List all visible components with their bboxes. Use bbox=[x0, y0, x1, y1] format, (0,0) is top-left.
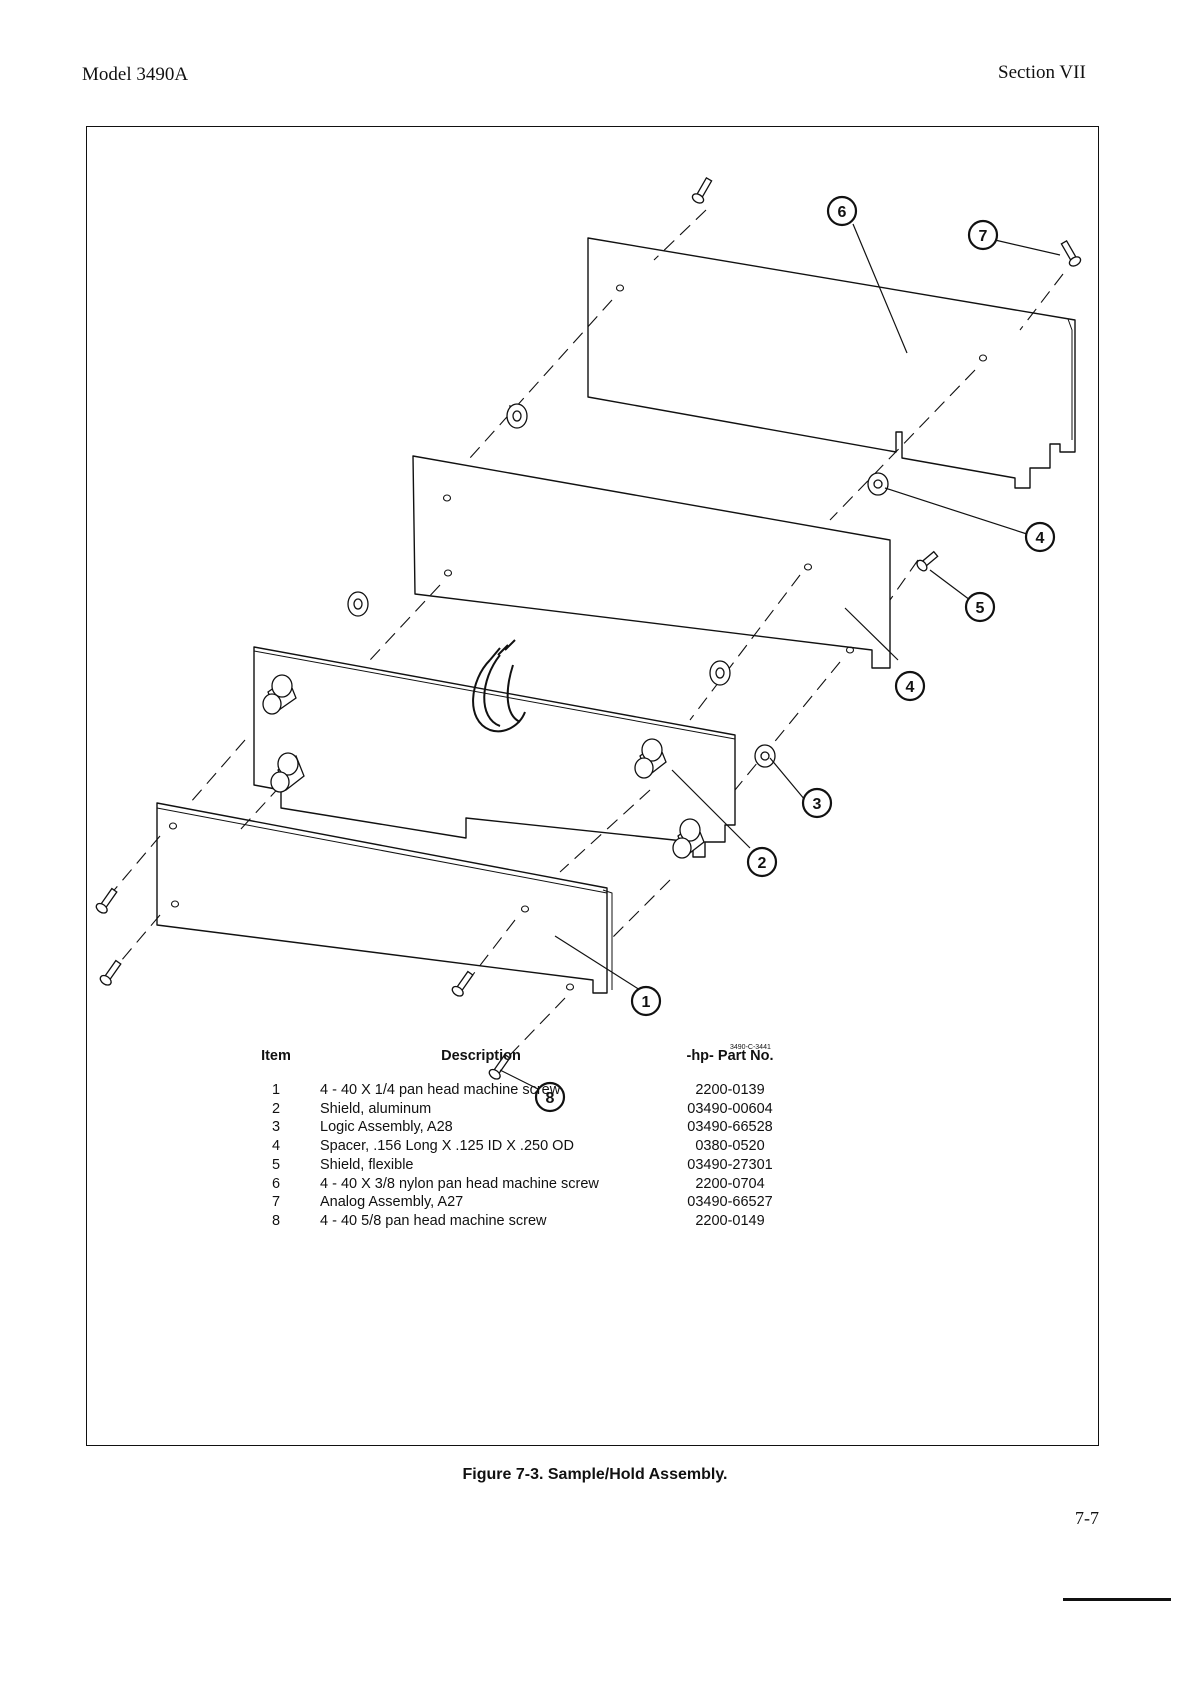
screw bbox=[488, 1053, 511, 1080]
description-cell: Shield, flexible bbox=[320, 1156, 414, 1173]
item-cell: 1 bbox=[271, 1082, 281, 1098]
description-cell: 4 - 40 X 3/8 nylon pan head machine scre… bbox=[320, 1175, 599, 1192]
callout-label: 4 bbox=[1036, 530, 1045, 547]
column-header: -hp- Part No. bbox=[686, 1048, 774, 1064]
model-header: Model 3490A bbox=[82, 64, 189, 85]
table-row: 8 4 - 40 5/8 pan head machine screw 2200… bbox=[240, 1212, 810, 1231]
callout-label: 3 bbox=[813, 796, 822, 813]
screw bbox=[1060, 240, 1082, 267]
mounting-hole bbox=[520, 905, 530, 913]
screw bbox=[451, 970, 474, 997]
mounting-hole bbox=[978, 354, 988, 362]
mounting-hole bbox=[170, 900, 180, 908]
drawing-number: 3490-C-3441 bbox=[730, 1044, 771, 1051]
part-number-cell: 03490-00604 bbox=[687, 1100, 773, 1117]
mounting-hole bbox=[803, 563, 813, 571]
table-row: 7 Analog Assembly, A27 03490-66527 bbox=[240, 1193, 810, 1212]
description-cell: Spacer, .156 Long X .125 ID X .250 OD bbox=[320, 1138, 574, 1155]
callout-6 bbox=[964, 591, 996, 623]
screw bbox=[99, 959, 122, 986]
callout-3 bbox=[746, 846, 778, 878]
item-cell: 4 bbox=[271, 1138, 281, 1155]
column-header: Item bbox=[261, 1048, 291, 1064]
part-number-cell: 2200-0139 bbox=[695, 1082, 765, 1098]
aluminum-shield bbox=[156, 802, 608, 994]
callout-7 bbox=[826, 195, 858, 227]
flexible-shield bbox=[412, 455, 891, 669]
description-cell: Analog Assembly, A27 bbox=[320, 1194, 464, 1211]
mounting-hole bbox=[845, 646, 855, 654]
callout-4 bbox=[801, 787, 833, 819]
callout-label: 1 bbox=[642, 994, 651, 1011]
item-cell: 5 bbox=[271, 1156, 281, 1173]
logic-assembly-board bbox=[253, 646, 736, 858]
section-header: Section VII bbox=[998, 62, 1086, 83]
table-header-row: Item Description -hp- Part No. bbox=[240, 1048, 810, 1081]
part-number-cell: 03490-27301 bbox=[687, 1156, 773, 1173]
callout-8 bbox=[967, 219, 999, 251]
mounting-hole bbox=[615, 284, 625, 292]
table-row: 3 Logic Assembly, A28 03490-66528 bbox=[240, 1118, 810, 1137]
table-row: 5 Shield, flexible 03490-27301 bbox=[240, 1156, 810, 1175]
callout-2 bbox=[630, 985, 662, 1017]
callout-label: 6 bbox=[838, 204, 847, 221]
callout-5 bbox=[894, 670, 926, 702]
table-row: 6 4 - 40 X 3/8 nylon pan head machine sc… bbox=[240, 1175, 810, 1194]
callout-label: 7 bbox=[979, 228, 988, 245]
mounting-hole bbox=[168, 822, 178, 830]
figure-frame bbox=[86, 126, 1099, 1446]
mounting-hole bbox=[443, 569, 453, 577]
callout-4 bbox=[1024, 521, 1056, 553]
part-number-cell: 03490-66527 bbox=[687, 1194, 773, 1211]
part-number-cell: 2200-0704 bbox=[695, 1175, 765, 1192]
mounting-hole bbox=[442, 494, 452, 502]
part-number-cell: 0380-0520 bbox=[695, 1138, 765, 1155]
callout-1 bbox=[534, 1081, 566, 1113]
item-cell: 7 bbox=[271, 1194, 281, 1211]
callout-label: 5 bbox=[976, 600, 985, 617]
table-row: 2 Shield, aluminum 03490-00604 bbox=[240, 1100, 810, 1119]
callout-label: 8 bbox=[546, 1090, 555, 1107]
parts-table: Item Description -hp- Part No. 1 4 - 40 … bbox=[240, 1048, 810, 1231]
screw bbox=[95, 887, 118, 914]
page-number: 7-7 bbox=[1075, 1508, 1099, 1528]
part-number-cell: 03490-66528 bbox=[687, 1119, 773, 1136]
callout-label: 2 bbox=[758, 855, 767, 872]
mounting-hole bbox=[565, 983, 575, 991]
callout-label: 4 bbox=[906, 679, 915, 696]
screw bbox=[691, 177, 713, 204]
table-row: 1 4 - 40 X 1/4 pan head machine screw 22… bbox=[240, 1081, 810, 1100]
table-row: 4 Spacer, .156 Long X .125 ID X .250 OD … bbox=[240, 1137, 810, 1156]
description-cell: 4 - 40 X 1/4 pan head machine screw bbox=[320, 1082, 561, 1098]
description-cell: Logic Assembly, A28 bbox=[320, 1119, 453, 1136]
screw bbox=[916, 550, 939, 572]
item-cell: 8 bbox=[271, 1212, 281, 1229]
description-cell: 4 - 40 5/8 pan head machine screw bbox=[320, 1212, 547, 1229]
cable-bundle bbox=[472, 659, 526, 733]
column-header: Description bbox=[441, 1048, 521, 1064]
analog-assembly-board bbox=[587, 237, 1076, 489]
corner-rule bbox=[1063, 1598, 1171, 1601]
figure-caption: Figure 7-3. Sample/Hold Assembly. bbox=[462, 1466, 728, 1483]
item-cell: 2 bbox=[271, 1100, 281, 1117]
item-cell: 3 bbox=[271, 1119, 281, 1136]
part-number-cell: 2200-0149 bbox=[695, 1212, 765, 1229]
description-cell: Shield, aluminum bbox=[320, 1100, 432, 1117]
item-cell: 6 bbox=[271, 1175, 281, 1192]
